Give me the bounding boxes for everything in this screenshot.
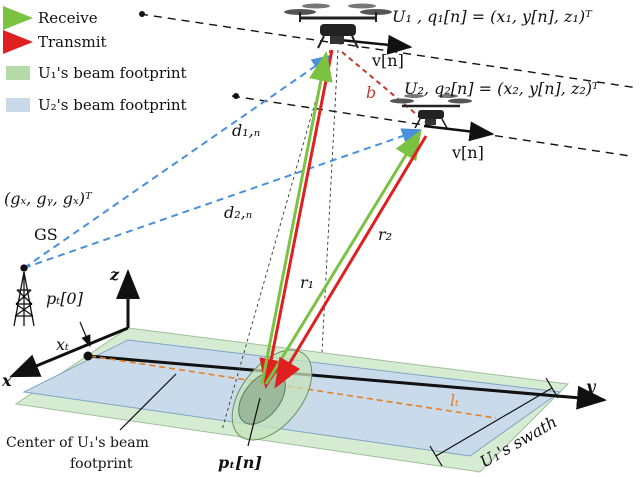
y-axis-label: y [585, 377, 597, 396]
ptn-pointer [247, 397, 261, 447]
d2n-label: d₂,ₙ [224, 203, 252, 222]
z-axis-label: z [109, 265, 120, 284]
d1n-label: d₁,ₙ [232, 121, 260, 140]
beam-cone-right [321, 49, 339, 353]
r2-label: r₂ [378, 225, 392, 244]
legend-u1-footprint-swatch [6, 66, 30, 80]
legend-receive-label: Receive [38, 9, 98, 27]
u1-position-label: U₁ , q₁[n] = (x₁, y[n], z₁)ᵀ [392, 7, 593, 26]
legend-u2-footprint-label: U₂'s beam footprint [38, 96, 187, 114]
u2-path-start-dot [233, 93, 239, 99]
y-axis [87, 354, 607, 410]
u2-transmit-beam [274, 135, 428, 389]
u1-receive-beam [260, 51, 333, 385]
x-axis-label: x [1, 371, 12, 390]
u2-velocity-arrow [423, 121, 495, 142]
legend-transmit-label: Transmit [38, 33, 107, 51]
u1-drone-icon [284, 3, 392, 49]
u1-path-start-dot [139, 11, 145, 17]
gs-to-u2-link [23, 128, 422, 269]
gs-to-u1-link [23, 54, 332, 269]
lt-label: lₜ [450, 391, 459, 410]
u1-velocity-label: v[n] [371, 51, 404, 70]
center-label-line1: Center of U₁'s beam [6, 435, 149, 451]
u2-receive-beam [264, 129, 422, 385]
pt0-pointer [79, 321, 91, 348]
x-axis [9, 326, 129, 378]
legend-u2-footprint-swatch [6, 98, 30, 112]
gs-coords-label: (gₓ, gᵧ, gₓ)ᵀ [4, 189, 93, 208]
u2-drone-icon [390, 94, 472, 129]
pt0-label: pₜ[0] [46, 289, 84, 308]
u2-velocity-label: v[n] [451, 143, 484, 162]
u2-position-label: U₂, q₂[n] = (x₂, y[n], z₂)ᵀ [404, 79, 600, 98]
ptn-label: pₜ[n] [218, 453, 262, 472]
u1-velocity-arrow [339, 34, 413, 55]
swath-dimension [435, 387, 553, 457]
r1-label: r₁ [300, 273, 314, 292]
ground-station-tower-icon [13, 264, 35, 327]
uav-separation [341, 51, 429, 125]
separation-label: b [366, 83, 376, 102]
swath-tick-end [545, 377, 559, 399]
xt-label: xₜ [56, 335, 69, 354]
gs-label: GS [34, 225, 58, 244]
xt-point [83, 351, 93, 361]
center-label-line2: footprint [70, 456, 133, 472]
swath-tick-start [429, 445, 443, 467]
center-pointer [119, 373, 177, 431]
legend-u1-footprint-label: U₁'s beam footprint [38, 64, 187, 82]
u1-transmit-beam [259, 49, 334, 389]
